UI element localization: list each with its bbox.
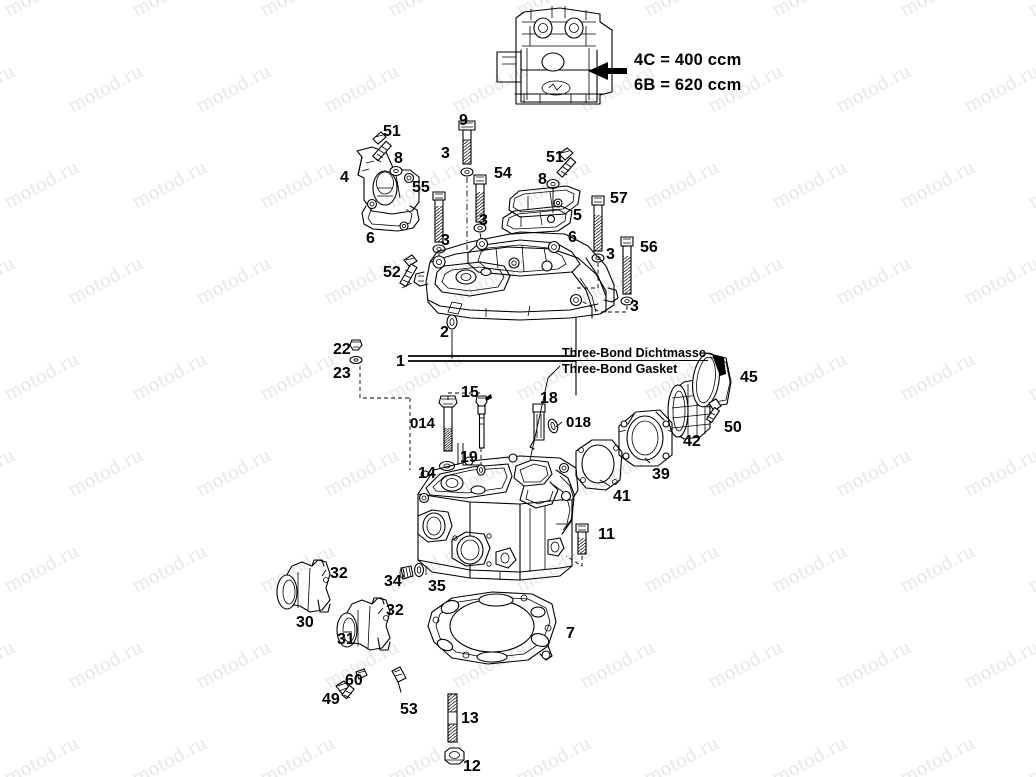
- part-9-bolt: [458, 120, 476, 165]
- part-54-bolt: [473, 174, 487, 223]
- part-4-bracket: [356, 146, 420, 232]
- part-12-nut: [444, 747, 465, 765]
- part-3-washer-a: [460, 167, 474, 177]
- part-34-insert: [399, 565, 414, 580]
- part-11-bolt: [575, 523, 589, 555]
- part-52-bolt: [399, 254, 418, 288]
- part-51-bolt-right: [556, 147, 577, 178]
- engine-reference-illustration: [496, 6, 627, 105]
- part-30-intake-socket: [276, 559, 331, 613]
- part-60-washer: [355, 668, 368, 680]
- part-014-bolt: [438, 395, 458, 452]
- part-41-intake-gasket: [575, 439, 623, 491]
- part-3-washer-d: [591, 253, 605, 263]
- part-2-oring-glyph: [446, 314, 458, 330]
- part-45-hose-clamp: [692, 352, 732, 408]
- part-1-assembly-bracket: [359, 317, 577, 470]
- part-3-washer-e: [620, 296, 634, 306]
- part-39-intake-flange: [618, 409, 673, 467]
- part-56-bolt: [620, 236, 634, 295]
- part-51-bolt-left: [371, 131, 393, 163]
- part-8-washer-left: [389, 165, 403, 177]
- part-5-cam-cap: [508, 185, 581, 218]
- part-55-bolt: [432, 191, 446, 243]
- cylinder-head-body: [417, 453, 579, 581]
- part-35-oring: [413, 562, 425, 578]
- part-49-screw: [335, 680, 355, 700]
- part-018-oring: [547, 418, 559, 434]
- part-7-base-gasket: [427, 591, 557, 665]
- part-23-washer: [349, 355, 363, 365]
- part-53-dowel: [391, 666, 407, 693]
- part-31-intake-socket: [336, 597, 391, 651]
- part-50-clamp-screw: [705, 398, 722, 424]
- part-22-plug: [349, 339, 363, 351]
- part-15-oil-jet: [475, 394, 492, 449]
- part-6-gasket-right: [501, 205, 573, 235]
- part-2-cylinder-head-cover: [413, 231, 619, 321]
- part-3-washer-c: [473, 223, 487, 233]
- part-57-bolt: [591, 195, 605, 252]
- part-13-stud: [447, 693, 458, 743]
